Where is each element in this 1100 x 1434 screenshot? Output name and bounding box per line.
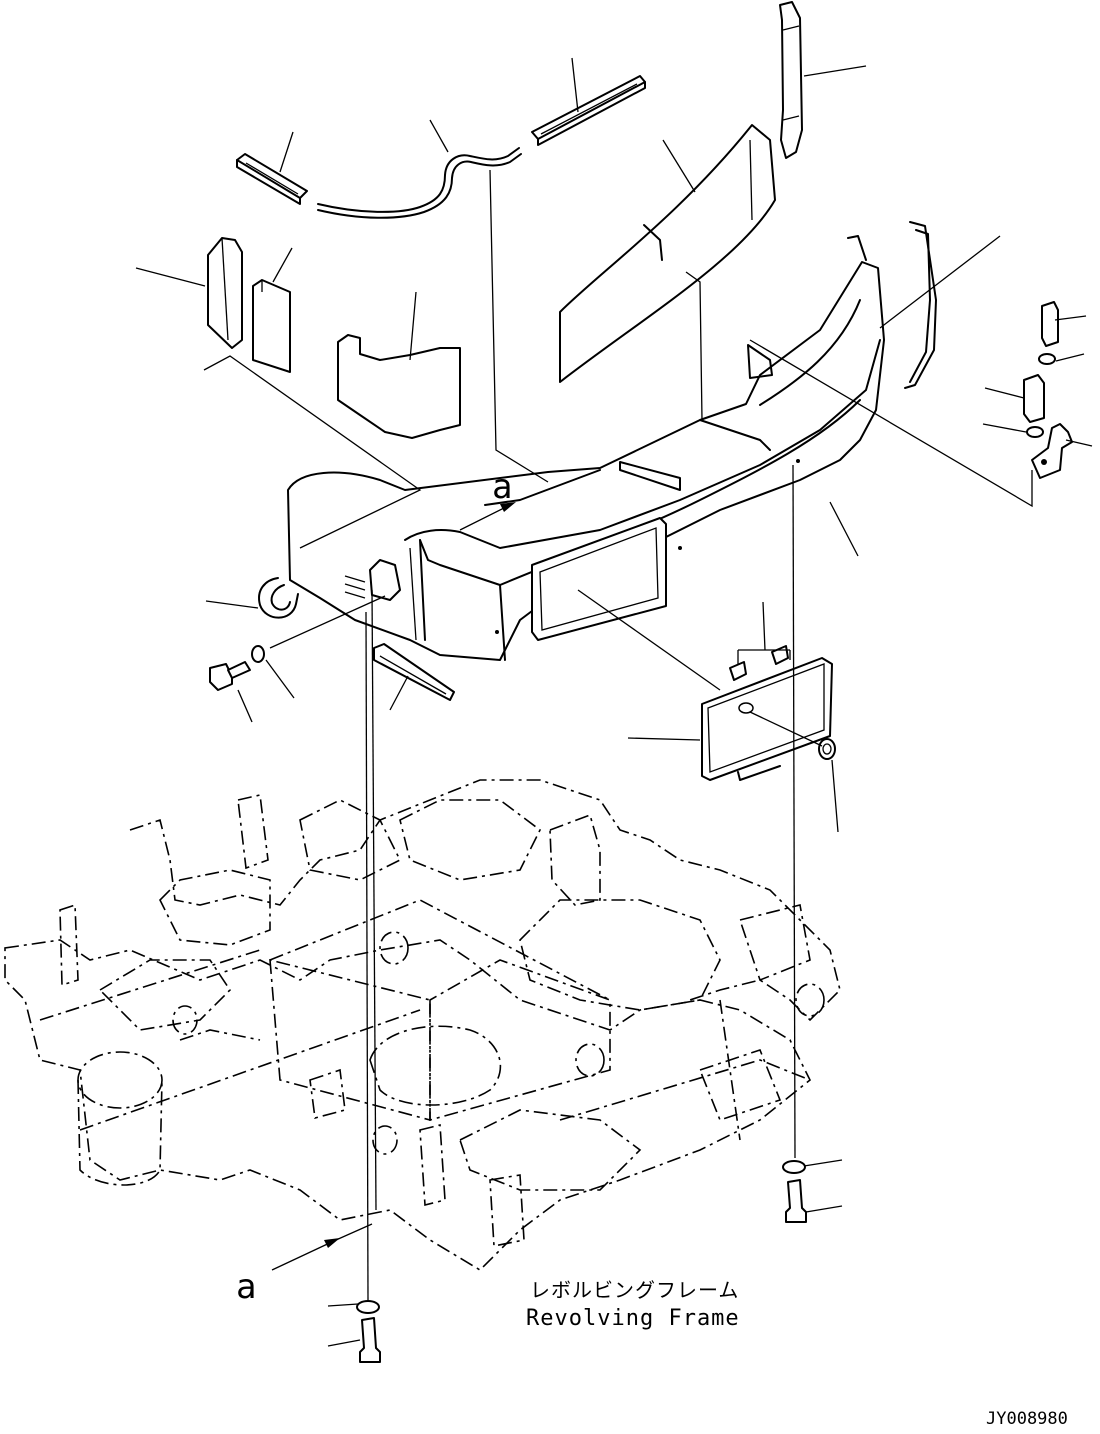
- rubber-strip-left: [236, 153, 308, 205]
- wire-rod: [317, 147, 522, 219]
- washer-right-upper: [1038, 353, 1056, 365]
- washer-left: [251, 645, 265, 663]
- hook-clip: [258, 577, 299, 619]
- bolt-right-upper: [1041, 301, 1059, 347]
- license-plate-bracket: [701, 657, 833, 781]
- bolt-frame-left: [359, 1317, 381, 1363]
- bolt-right-lower: [1023, 374, 1045, 423]
- view-marker-lower: a: [236, 1267, 256, 1307]
- insulation-pad: [252, 279, 291, 373]
- view-marker-upper: a: [492, 467, 512, 507]
- rubber-seal-lower: [373, 643, 455, 701]
- grommet: [818, 738, 836, 760]
- side-cover-block: [207, 237, 243, 349]
- curved-cover-plate: [337, 334, 461, 439]
- washer-frame-left: [356, 1300, 380, 1314]
- corner-trim-top: [779, 1, 803, 159]
- washer-right-lower: [1026, 426, 1044, 438]
- revolving-frame: [4, 779, 841, 1272]
- drawing-id: JY008980: [986, 1409, 1068, 1429]
- leader-lines: [135, 57, 1093, 1347]
- bolt-frame-right: [785, 1179, 807, 1223]
- washer-frame-right: [782, 1160, 806, 1174]
- bracket-right: [1031, 423, 1073, 479]
- counterweight: [287, 235, 885, 661]
- counterweight-top-cover: [559, 124, 776, 383]
- rubber-strip-right: [531, 75, 646, 146]
- frame-name-english: Revolving Frame: [526, 1306, 740, 1331]
- frame-name-japanese: レボルビングフレーム: [530, 1278, 739, 1302]
- bolt-left: [209, 661, 251, 691]
- edge-trim-right: [904, 221, 937, 389]
